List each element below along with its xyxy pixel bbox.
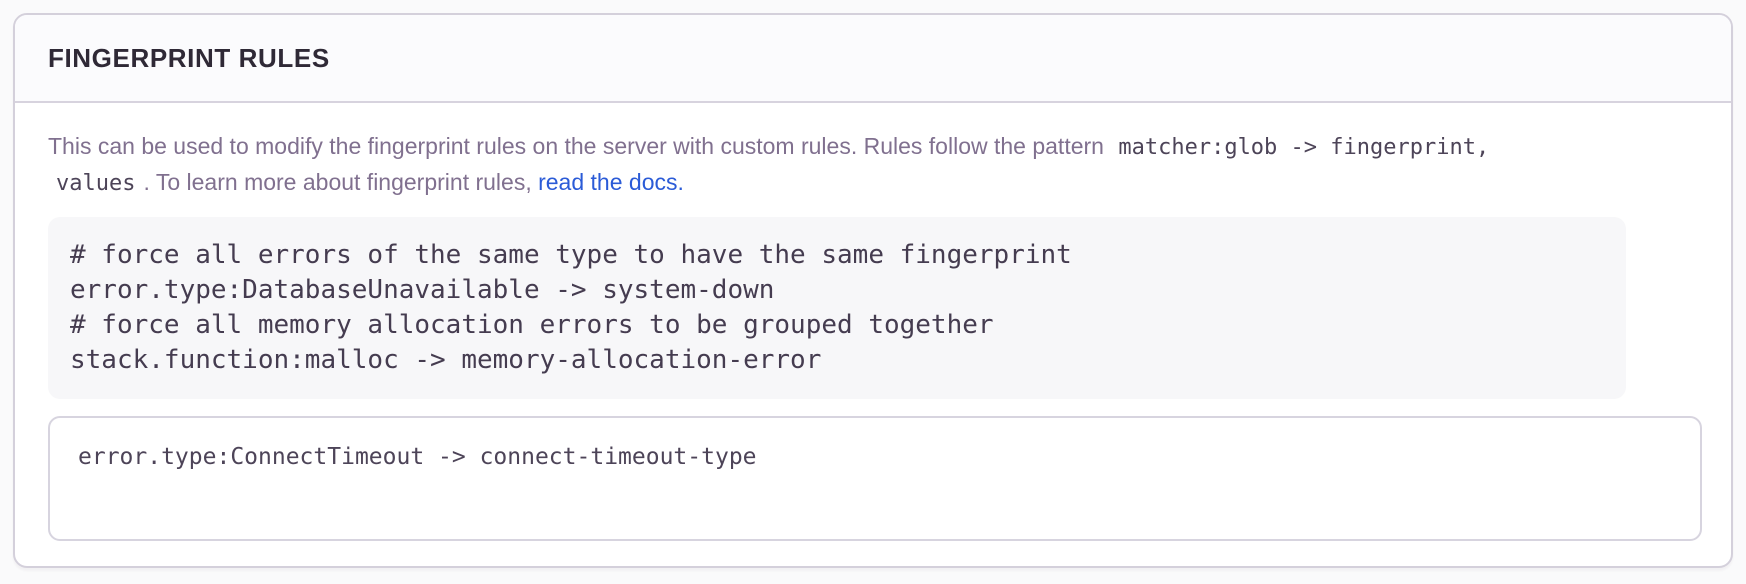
fingerprint-rules-input[interactable]: error.type:ConnectTimeout -> connect-tim…	[48, 416, 1702, 541]
panel-body: This can be used to modify the fingerpri…	[15, 103, 1731, 571]
description-text: . To learn more about fingerprint rules,	[143, 169, 539, 195]
panel-title: FINGERPRINT RULES	[48, 42, 330, 73]
fingerprint-rules-description: This can be used to modify the fingerpri…	[48, 129, 1698, 201]
inline-code: values	[56, 171, 136, 196]
fingerprint-rules-example: # force all errors of the same type to h…	[48, 217, 1626, 399]
fingerprint-rules-panel: FINGERPRINT RULES This can be used to mo…	[13, 13, 1733, 568]
description-text: This can be used to modify the fingerpri…	[48, 133, 1111, 159]
read-the-docs-link[interactable]: read the docs.	[538, 169, 684, 195]
inline-code: matcher:glob -> fingerprint,	[1118, 135, 1490, 160]
panel-header: FINGERPRINT RULES	[15, 15, 1731, 103]
